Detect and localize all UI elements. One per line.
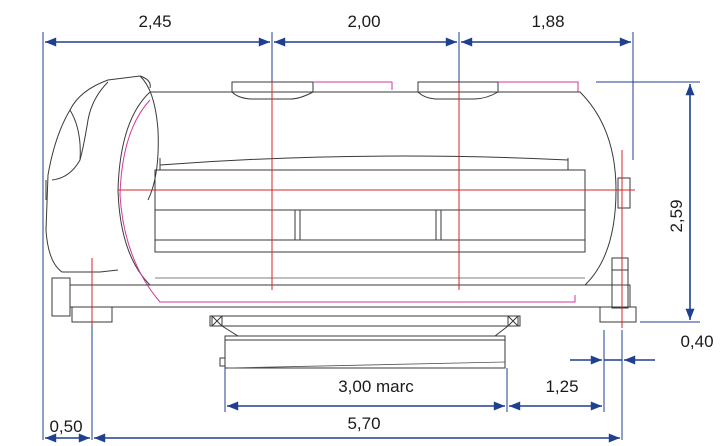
dimension-bottom-total: 5,70: [347, 414, 380, 433]
dimension-top-2: 2,00: [347, 12, 380, 31]
axis-lines: [91, 82, 635, 328]
dimension-bottom-left: 0,50: [49, 417, 82, 436]
machine-drawing: [45, 75, 637, 369]
dimension-height: 2,59: [667, 199, 686, 232]
dimension-lines: [42, 32, 700, 443]
dimension-bottom-right: 1,25: [545, 377, 578, 396]
dimension-top-3: 1,88: [531, 12, 564, 31]
dimension-bottom-marc: 3,00 marc: [338, 377, 414, 396]
dimension-top-1: 2,45: [138, 12, 171, 31]
dimension-right-offset: 0,40: [680, 332, 713, 351]
